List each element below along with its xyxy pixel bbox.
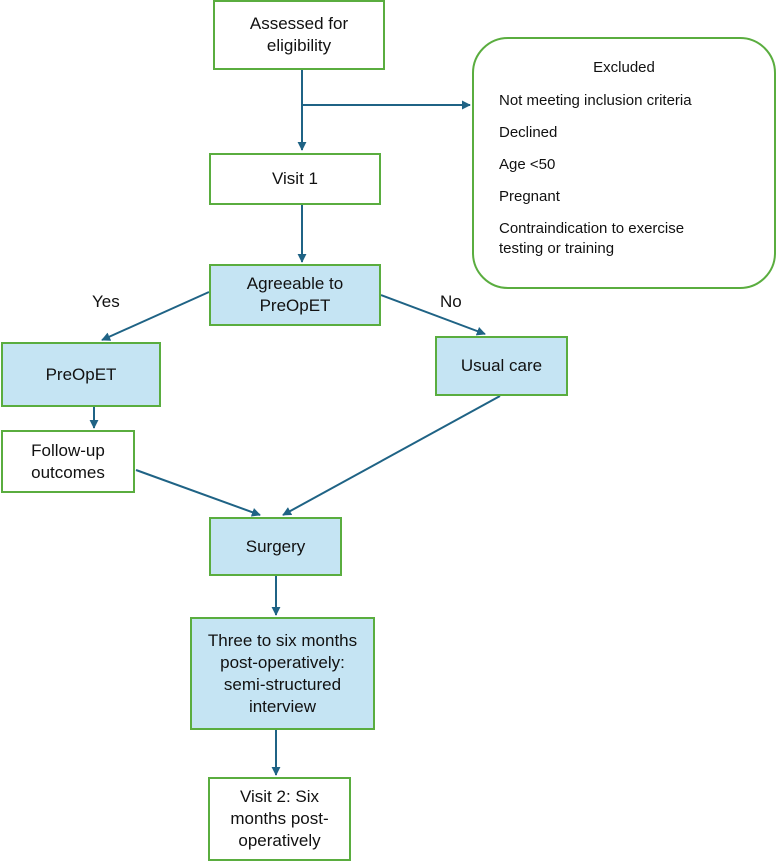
excluded-item: Contraindication to exercise testing or … xyxy=(499,220,685,257)
arrow-usualcare-to-surgery xyxy=(282,395,501,516)
node-visit1: Visit 1 xyxy=(209,153,381,205)
node-surgery: Surgery xyxy=(209,517,342,576)
node-agreeable-text: Agreeable to PreOpET xyxy=(246,274,344,315)
node-visit1-text: Visit 1 xyxy=(272,169,318,188)
node-interview: Three to six months post-operatively: se… xyxy=(190,617,375,730)
node-followup-text: Follow-up outcomes xyxy=(31,440,105,482)
excluded-title: Excluded xyxy=(593,59,655,76)
excluded-item: Declined xyxy=(499,124,558,141)
excluded-item: Pregnant xyxy=(499,188,560,205)
node-visit2: Visit 2: Six months post-operatively xyxy=(208,777,351,861)
excluded-item: Not meeting inclusion criteria xyxy=(499,92,692,109)
node-usual-care-text: Usual care xyxy=(460,356,543,375)
excluded-item: Age <50 xyxy=(499,156,556,173)
node-interview-text: Three to six months post-operatively: se… xyxy=(207,630,358,716)
node-surgery-text: Surgery xyxy=(245,536,306,556)
node-assessed: Assessed for eligibility xyxy=(213,0,385,70)
node-preopet: PreOpET xyxy=(1,342,161,407)
excluded-box: Excluded Not meeting inclusion criteria … xyxy=(472,37,776,289)
arrow-no-to-usual-care xyxy=(380,294,486,336)
label-no: No xyxy=(440,292,462,311)
node-agreeable: Agreeable to PreOpET xyxy=(209,264,381,326)
node-preopet-text: PreOpET xyxy=(45,364,117,384)
arrow-yes-to-preopet xyxy=(101,291,210,341)
node-assessed-text: Assessed for eligibility xyxy=(249,14,349,55)
node-visit2-text: Visit 2: Six months post-operatively xyxy=(230,787,329,850)
node-usual-care: Usual care xyxy=(435,336,568,396)
node-followup: Follow-up outcomes xyxy=(1,430,135,493)
label-yes: Yes xyxy=(92,292,120,311)
arrow-followup-to-surgery xyxy=(135,469,261,517)
